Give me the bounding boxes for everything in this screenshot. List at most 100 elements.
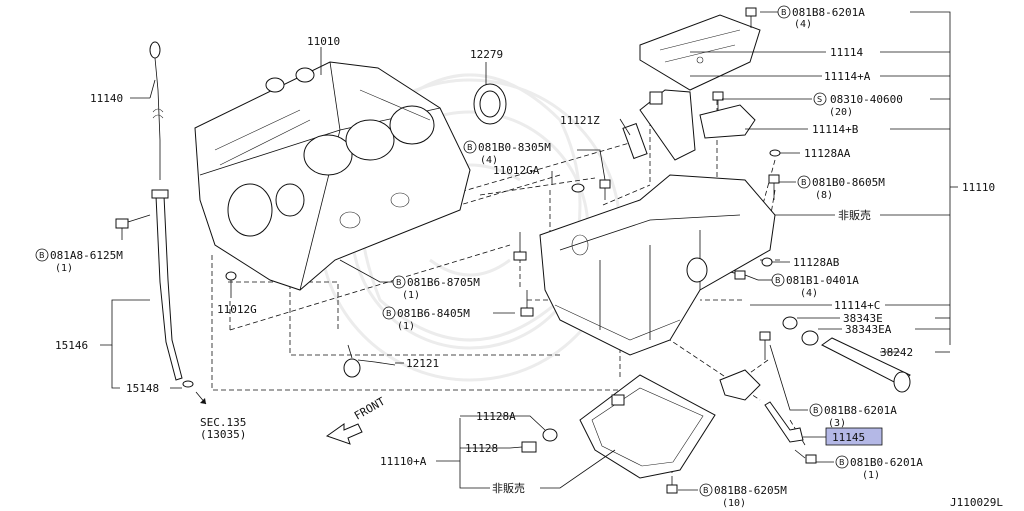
leader-lines xyxy=(100,11,958,491)
bolt-prefix-081B8-6201A-mid: B xyxy=(813,406,819,415)
label-081B0-6201A[interactable]: 081B0-6201A xyxy=(850,456,923,469)
label-11114C[interactable]: 11114+C xyxy=(834,299,880,312)
dipstick-11140[interactable] xyxy=(149,41,164,180)
bolt-prefix-081B8-6201A-top: B xyxy=(781,8,787,17)
label-11128[interactable]: 11128 xyxy=(465,442,498,455)
bolt-prefix-081B8-6205M: B xyxy=(703,486,709,495)
qty-081B8-6201A-mid: (3) xyxy=(828,418,846,429)
label-sec135-ref: (13035) xyxy=(200,428,246,441)
qty-081B1-0401A: (4) xyxy=(800,288,818,299)
bolt-prefix-081B6-8705M: B xyxy=(396,278,402,287)
bolt-prefix-081B6-8405M: B xyxy=(386,309,392,318)
label-38343EA[interactable]: 38343EA xyxy=(845,323,892,336)
plug-11012GA[interactable] xyxy=(571,183,585,193)
label-11012G[interactable]: 11012G xyxy=(217,303,257,316)
qty-081B6-8405M: (1) xyxy=(397,321,415,332)
qty-081B8-6201A-top: (4) xyxy=(794,19,812,30)
bolt-081B8-6201A-top[interactable] xyxy=(745,7,757,28)
baffle-plate-11114[interactable] xyxy=(639,14,761,91)
bolt-prefix-081A8: B xyxy=(39,251,45,260)
label-38343E[interactable]: 38343E xyxy=(843,312,883,325)
bolt-081B0-8605M[interactable] xyxy=(768,174,780,200)
bracket-11114A[interactable] xyxy=(639,89,696,161)
label-12121[interactable]: 12121 xyxy=(406,357,439,370)
bolt-081B8-6201A-mid[interactable] xyxy=(759,331,771,360)
washer-11128AA[interactable] xyxy=(769,149,781,157)
sec135-arrow xyxy=(195,391,207,405)
label-front: FRONT xyxy=(352,395,388,423)
label-11121Z[interactable]: 11121Z xyxy=(560,114,600,127)
label-081B0-8605M[interactable]: 081B0-8605M xyxy=(812,176,885,189)
label-11012GA[interactable]: 11012GA xyxy=(493,164,540,177)
dipstick-tube-15146[interactable] xyxy=(151,189,194,388)
label-12279[interactable]: 12279 xyxy=(470,48,503,61)
qty-081A8-6125M: (1) xyxy=(55,263,73,274)
bolt-081B0-8305M[interactable] xyxy=(599,179,611,200)
part-labels: 11010 12279 11140 B 081A8-6125M (1) 1514… xyxy=(35,5,1003,509)
label-11140[interactable]: 11140 xyxy=(90,92,123,105)
label-11128AB[interactable]: 11128AB xyxy=(793,256,840,269)
bracket-11114B[interactable] xyxy=(699,104,756,139)
bolt-prefix-081B0-8305M: B xyxy=(467,143,473,152)
screw-prefix-08310: S xyxy=(817,95,822,104)
label-hihanbai-2: 非販売 xyxy=(492,482,525,495)
label-081B6-8705M[interactable]: 081B6-8705M xyxy=(407,276,480,289)
washer-11128AB[interactable] xyxy=(761,257,773,267)
label-sec135[interactable]: SEC.135 xyxy=(200,416,246,429)
label-081B8-6205M[interactable]: 081B8-6205M xyxy=(714,484,787,497)
label-38242[interactable]: 38242 xyxy=(880,346,913,359)
label-11114B[interactable]: 11114+B xyxy=(812,123,859,136)
bolt-081B8-6205M[interactable] xyxy=(666,480,678,494)
bolt-081B0-6201A[interactable] xyxy=(794,449,817,464)
qty-081B6-8705M: (1) xyxy=(402,290,420,301)
qty-081B0-6201A: (1) xyxy=(862,470,880,481)
o-ring-38343EA[interactable] xyxy=(801,330,819,346)
label-11145[interactable]: 11145 xyxy=(832,431,865,444)
bracket-11114C[interactable] xyxy=(719,369,761,401)
bolt-081B1-0401A[interactable] xyxy=(734,270,759,281)
front-arrow xyxy=(325,423,363,445)
oil-jet-12121[interactable] xyxy=(343,344,396,378)
label-081B0-8305M[interactable]: 081B0-8305M xyxy=(478,141,551,154)
oil-pipe-11145[interactable] xyxy=(764,401,804,443)
label-11114[interactable]: 11114 xyxy=(830,46,863,59)
plug-11012G[interactable] xyxy=(225,271,237,281)
qty-081B8-6205M: (10) xyxy=(722,498,746,509)
bolt-081A8-6125M[interactable] xyxy=(115,214,151,240)
oil-pan-upper-11110[interactable] xyxy=(539,122,776,356)
bolt-081B6-8405M[interactable] xyxy=(520,290,534,317)
rear-oil-seal-12279[interactable] xyxy=(473,83,507,125)
tube-38242[interactable] xyxy=(821,337,911,393)
label-081B8-6201A-mid[interactable]: 081B8-6201A xyxy=(824,404,897,417)
label-hihanbai-1: 非販売 xyxy=(838,209,871,222)
label-081A8-6125M[interactable]: 081A8-6125M xyxy=(50,249,123,262)
bolt-prefix-081B0-6201A: B xyxy=(839,458,845,467)
label-11128AA[interactable]: 11128AA xyxy=(804,147,851,160)
qty-08310-40600: (20) xyxy=(829,107,853,118)
label-11010[interactable]: 11010 xyxy=(307,35,340,48)
highlight-11145 xyxy=(825,427,883,446)
label-15148[interactable]: 15148 xyxy=(126,382,159,395)
figure-code: J110029L xyxy=(950,496,1003,509)
label-15146[interactable]: 15146 xyxy=(55,339,88,352)
qty-081B0-8605M: (8) xyxy=(815,190,833,201)
cylinder-block-11010[interactable] xyxy=(194,61,471,291)
qty-081B0-8305M: (4) xyxy=(480,155,498,166)
label-081B1-0401A[interactable]: 081B1-0401A xyxy=(786,274,859,287)
bolt-081B6-8705M[interactable] xyxy=(513,232,527,261)
washer-11128A[interactable] xyxy=(542,428,558,442)
label-11110A[interactable]: 11110+A xyxy=(380,455,427,468)
label-081B8-6201A-top[interactable]: 081B8-6201A xyxy=(792,6,865,19)
drain-plug-11128[interactable] xyxy=(521,441,537,453)
label-08310-40600[interactable]: 08310-40600 xyxy=(830,93,903,106)
label-11110[interactable]: 11110 xyxy=(962,181,995,194)
oil-pan-lower-11110A[interactable] xyxy=(579,374,716,479)
label-081B6-8405M[interactable]: 081B6-8405M xyxy=(397,307,470,320)
bolt-prefix-081B0-8605M: B xyxy=(801,178,807,187)
bolt-prefix-081B1-0401A: B xyxy=(775,276,781,285)
label-11128A[interactable]: 11128A xyxy=(476,410,516,423)
o-ring-38343E[interactable] xyxy=(782,316,798,330)
label-11114A[interactable]: 11114+A xyxy=(824,70,871,83)
